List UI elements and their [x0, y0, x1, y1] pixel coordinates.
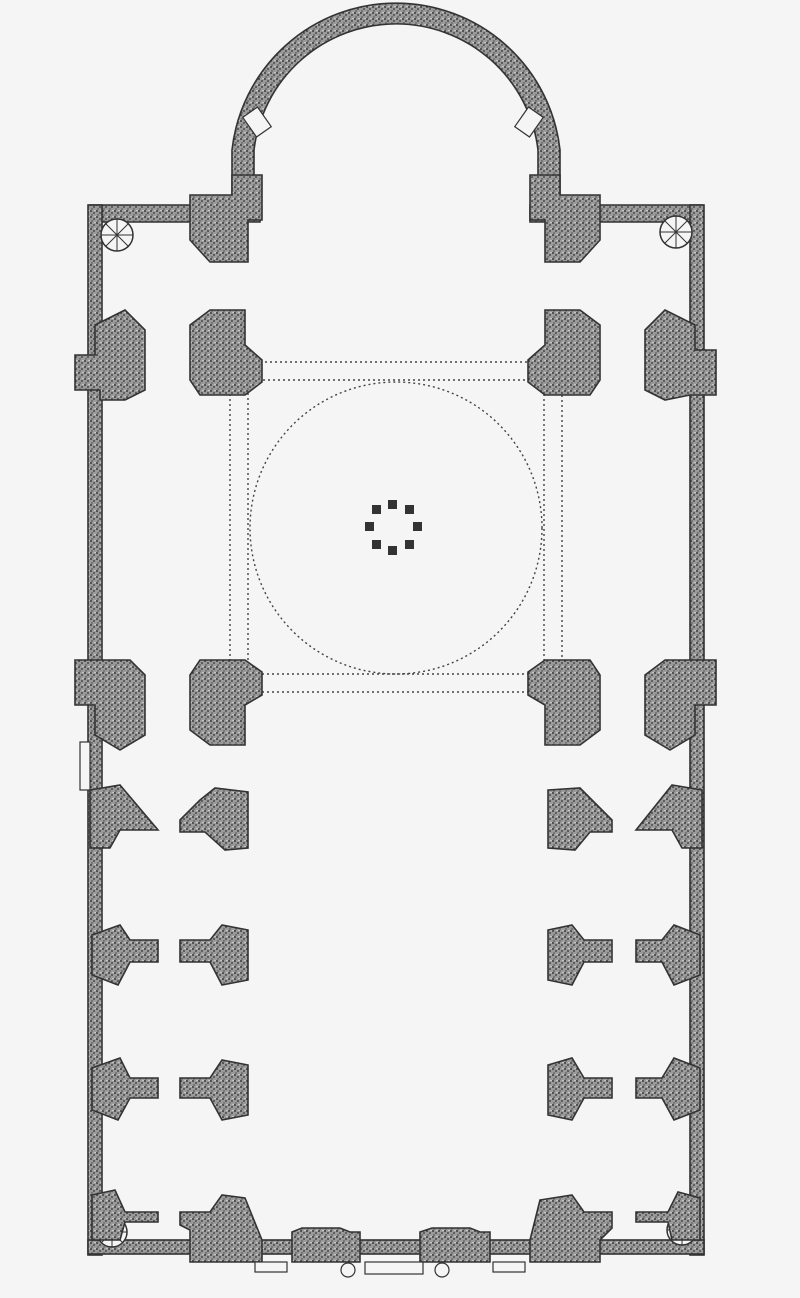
outer-wall-bottom [87, 1239, 705, 1255]
central-columns [365, 500, 422, 555]
nave-pier [547, 924, 613, 986]
facade-block [291, 1227, 361, 1263]
facade-column [340, 1262, 356, 1278]
entrance-step [492, 1261, 526, 1273]
stair-icon [659, 215, 693, 249]
pier [644, 659, 717, 751]
facade-block [419, 1227, 491, 1263]
nave-pier [547, 1057, 613, 1121]
apse-wall [231, 2, 561, 201]
pier [529, 174, 601, 263]
facade-column [434, 1262, 450, 1278]
nave-pier [635, 924, 701, 987]
crossing-outline [229, 361, 563, 693]
apse-window [241, 106, 273, 138]
nave-pier [179, 787, 249, 851]
crossing-pier [189, 659, 263, 746]
front-pier [91, 1189, 159, 1241]
side-door [79, 741, 91, 791]
nave-pier [179, 924, 249, 986]
pier [644, 309, 717, 401]
crossing-pier [189, 309, 263, 396]
nave-pier [547, 787, 613, 851]
entrance-step [254, 1261, 288, 1273]
nave-pier [91, 1057, 159, 1121]
front-pier [179, 1194, 263, 1263]
main-entrance-step [364, 1261, 424, 1275]
nave-pier [635, 1057, 701, 1121]
nave-pier [91, 924, 159, 987]
apse-window [513, 106, 545, 138]
pier [74, 659, 146, 751]
nave-pier [179, 1059, 249, 1121]
crossing-pier [527, 659, 601, 746]
front-pier [529, 1194, 613, 1263]
nave-pier [634, 784, 703, 849]
stair-icon [100, 218, 134, 252]
pier [189, 174, 263, 263]
crossing-pier [527, 309, 601, 396]
dome-circle [249, 381, 543, 675]
pier [74, 309, 146, 401]
front-pier [635, 1191, 701, 1241]
nave-pier [89, 784, 160, 849]
